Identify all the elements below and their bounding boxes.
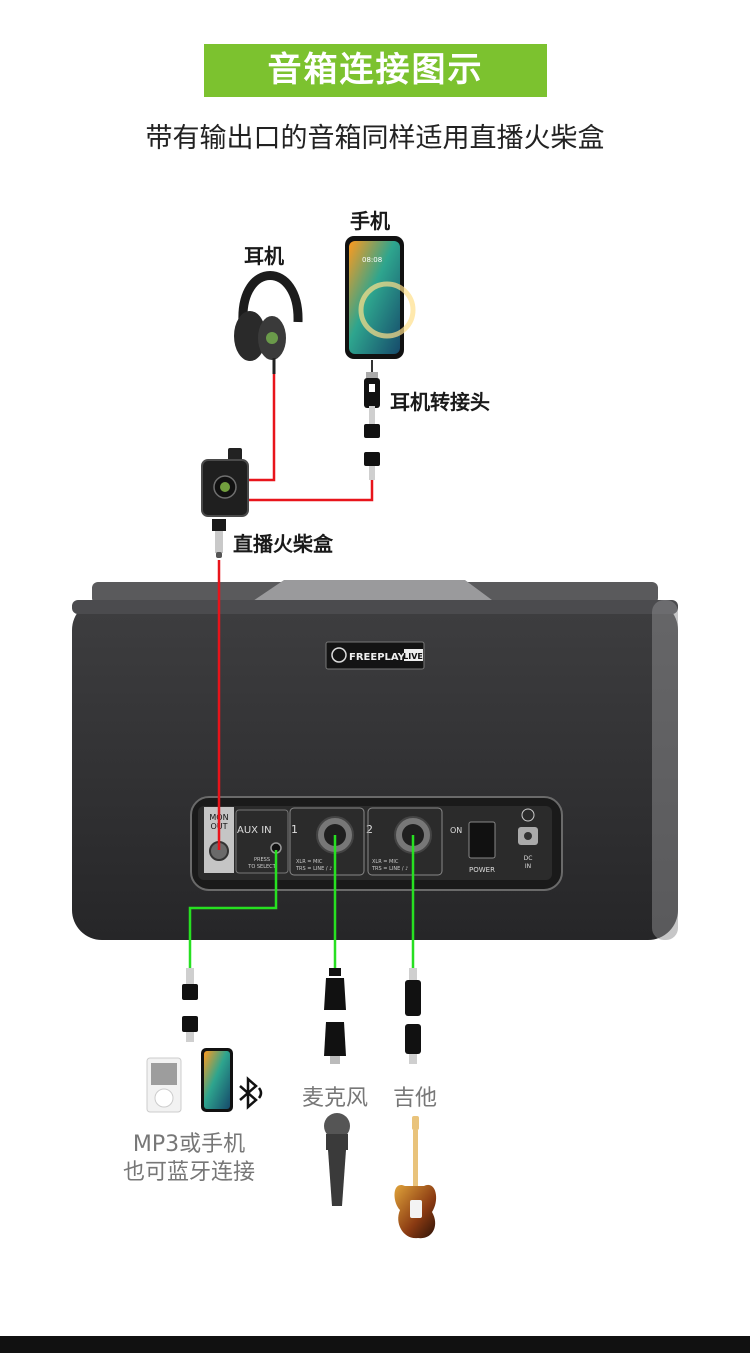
speaker-brand: FREEPLAY	[349, 652, 406, 663]
label-phone: 手机	[350, 205, 390, 234]
phone-icon: 08:08	[345, 236, 413, 359]
label-headphones: 耳机	[244, 240, 284, 269]
speaker: FREEPLAY LIVE MON OUT AUX IN PRESS TO SE…	[72, 580, 678, 940]
svg-text:POWER: POWER	[469, 866, 495, 874]
guitar-icon	[395, 1116, 437, 1238]
svg-text:ON: ON	[450, 826, 462, 835]
label-mic: 麦克风	[300, 1080, 370, 1112]
bottom-bar	[0, 1336, 750, 1353]
trs-plugs-icon	[405, 968, 421, 1064]
svg-text:IN: IN	[525, 863, 531, 870]
svg-text:XLR = MIC: XLR = MIC	[372, 859, 399, 865]
small-phone-icon	[201, 1048, 233, 1112]
svg-text:XLR = MIC: XLR = MIC	[296, 859, 323, 865]
svg-text:PRESS: PRESS	[254, 857, 270, 863]
phone-time: 08:08	[362, 256, 382, 264]
svg-text:2: 2	[366, 823, 373, 836]
mp3-player-icon	[147, 1058, 181, 1112]
microphone-icon	[324, 1113, 350, 1206]
label-mp3-line2: 也可蓝牙连接	[110, 1154, 268, 1186]
label-livebox: 直播火柴盒	[233, 528, 333, 557]
headphones-icon	[234, 276, 298, 375]
svg-text:TRS = LINE / ♪: TRS = LINE / ♪	[295, 866, 332, 872]
bluetooth-icon	[240, 1079, 261, 1107]
speaker-badge: LIVE	[403, 652, 423, 661]
adapter-icon	[364, 360, 380, 480]
aux-plugs-icon	[182, 968, 198, 1042]
svg-text:1: 1	[291, 823, 298, 836]
label-adapter: 耳机转接头	[390, 386, 490, 415]
svg-text:AUX IN: AUX IN	[237, 825, 272, 836]
label-guitar: 吉他	[385, 1080, 445, 1112]
xlr-plugs-icon	[324, 968, 346, 1064]
svg-text:TO SELECT: TO SELECT	[247, 864, 276, 870]
svg-text:DC: DC	[524, 855, 533, 862]
svg-text:TRS = LINE / ♪: TRS = LINE / ♪	[371, 866, 408, 872]
power-switch	[469, 822, 495, 858]
